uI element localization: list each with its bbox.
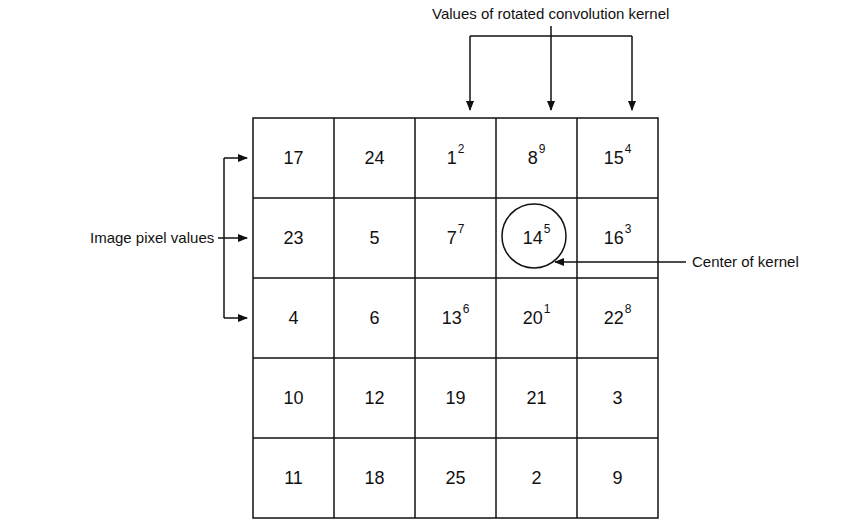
pixel-value: 7 bbox=[447, 229, 457, 247]
kernel-value: 3 bbox=[625, 223, 632, 235]
grid-cell: 21 bbox=[496, 358, 577, 438]
kernel-value: 9 bbox=[539, 143, 546, 155]
pixel-value: 17 bbox=[283, 149, 303, 167]
grid-cell: 2 bbox=[496, 438, 577, 518]
pixel-value: 20 bbox=[523, 309, 543, 327]
pixel-value: 3 bbox=[612, 389, 622, 407]
grid-cell: 24 bbox=[334, 118, 415, 198]
pixel-value: 19 bbox=[445, 389, 465, 407]
pixel-value: 4 bbox=[288, 309, 298, 327]
grid-cell: 77 bbox=[415, 198, 496, 278]
kernel-bracket bbox=[470, 26, 632, 110]
kernel-value: 5 bbox=[544, 223, 551, 235]
grid-cell: 25 bbox=[415, 438, 496, 518]
grid-cell: 163 bbox=[577, 198, 658, 278]
pixel-value: 10 bbox=[283, 389, 303, 407]
grid-cell: 18 bbox=[334, 438, 415, 518]
grid-cell: 10 bbox=[253, 358, 334, 438]
annotation-label: Values of rotated convolution kernel bbox=[432, 5, 669, 23]
kernel-value: 6 bbox=[463, 303, 470, 315]
pixel-value: 8 bbox=[528, 149, 538, 167]
grid-cell: 17 bbox=[253, 118, 334, 198]
grid-cell: 154 bbox=[577, 118, 658, 198]
grid-cell: 9 bbox=[577, 438, 658, 518]
pixel-value: 23 bbox=[283, 229, 303, 247]
grid-cell: 136 bbox=[415, 278, 496, 358]
pixel-value: 12 bbox=[364, 389, 384, 407]
pixel-grid bbox=[253, 118, 658, 518]
grid-cell: 19 bbox=[415, 358, 496, 438]
pixel-value: 18 bbox=[364, 469, 384, 487]
grid-cell: 23 bbox=[253, 198, 334, 278]
kernel-value: 8 bbox=[625, 303, 632, 315]
grid-cell: 201 bbox=[496, 278, 577, 358]
grid-cell: 145 bbox=[496, 198, 577, 278]
kernel-value: 2 bbox=[458, 143, 465, 155]
pixel-value: 21 bbox=[526, 389, 546, 407]
pixel-value: 1 bbox=[447, 149, 457, 167]
pixel-value: 24 bbox=[364, 149, 384, 167]
kernel-value: 7 bbox=[458, 223, 465, 235]
pixel-value: 25 bbox=[445, 469, 465, 487]
annotation-label: Image pixel values bbox=[90, 229, 214, 247]
grid-cell: 6 bbox=[334, 278, 415, 358]
grid-cell: 12 bbox=[334, 358, 415, 438]
pixel-value: 5 bbox=[369, 229, 379, 247]
pixel-value: 22 bbox=[604, 309, 624, 327]
grid-cell: 4 bbox=[253, 278, 334, 358]
pixel-value: 6 bbox=[369, 309, 379, 327]
grid-cell: 3 bbox=[577, 358, 658, 438]
grid-cell: 5 bbox=[334, 198, 415, 278]
grid-cell: 89 bbox=[496, 118, 577, 198]
leader-line bbox=[555, 261, 686, 263]
grid-cell: 11 bbox=[253, 438, 334, 518]
pixel-value: 9 bbox=[612, 469, 622, 487]
kernel-center-circle bbox=[502, 204, 566, 268]
grid-cell: 228 bbox=[577, 278, 658, 358]
kernel-value: 4 bbox=[625, 143, 632, 155]
pixel-value: 11 bbox=[284, 469, 303, 487]
kernel-value: 1 bbox=[544, 303, 551, 315]
pixel-value: 16 bbox=[604, 229, 624, 247]
annotation-label: Center of kernel bbox=[692, 253, 799, 271]
pixel-value: 15 bbox=[604, 149, 624, 167]
pixel-value: 13 bbox=[442, 309, 462, 327]
grid-cell: 12 bbox=[415, 118, 496, 198]
pixel-bracket bbox=[218, 158, 247, 318]
pixel-value: 14 bbox=[523, 229, 543, 247]
pixel-value: 2 bbox=[531, 469, 541, 487]
